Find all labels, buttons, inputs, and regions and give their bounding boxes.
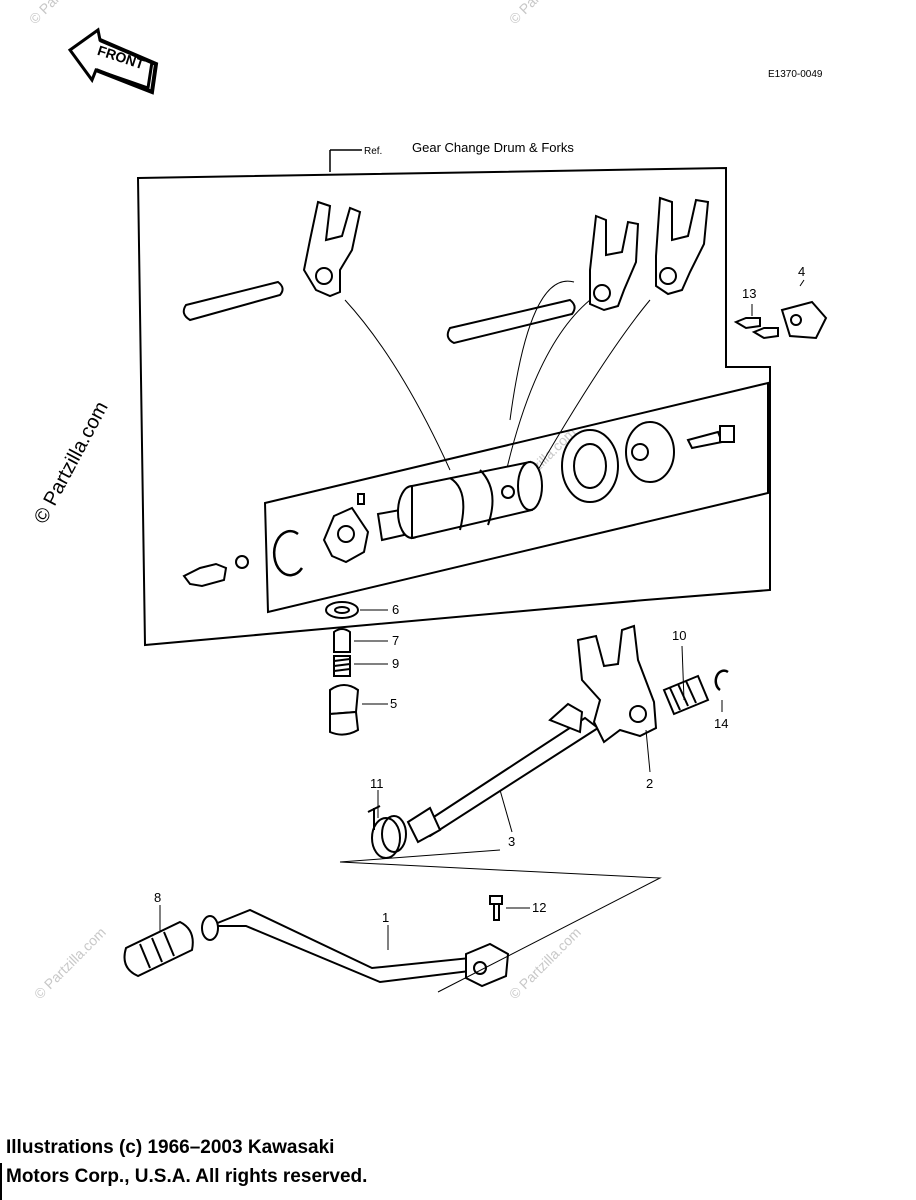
stopper-plate-4 (780, 300, 828, 340)
callout-3: 3 (508, 834, 515, 849)
drum-cam-plate (625, 421, 675, 483)
ref-title: Gear Change Drum & Forks (412, 140, 574, 155)
shift-pedal-1 (201, 908, 510, 988)
watermark-main: © Partzilla.com (30, 398, 113, 527)
callout-13: 13 (742, 286, 756, 301)
drum-star-plate (322, 493, 370, 564)
callout-5: 5 (390, 696, 397, 711)
shift-rod (182, 280, 576, 345)
reference-panel (136, 166, 771, 647)
gear-change-drum (376, 460, 543, 542)
circlip-14 (714, 669, 729, 692)
group-lines (339, 849, 662, 993)
watermark-faint: © Partzilla.com (31, 924, 109, 1002)
copyright-line-1: Illustrations (c) 1966–2003 Kawasaki (6, 1137, 335, 1158)
callout-12: 12 (532, 900, 546, 915)
watermark-faint: © Partzilla.com (26, 0, 104, 27)
shift-shaft-3 (406, 702, 600, 844)
callout-leaders (159, 279, 805, 950)
pedal-rubber-8 (123, 920, 194, 978)
callout-2: 2 (646, 776, 653, 791)
diagram-code: E1370-0049 (768, 69, 823, 80)
bolt-12 (489, 895, 503, 921)
drum-panel (263, 381, 769, 614)
callout-6: 6 (392, 602, 399, 617)
shift-fork-middle (589, 214, 640, 312)
callout-14: 14 (714, 716, 728, 731)
plug-5 (329, 684, 360, 736)
shift-fork-right (655, 196, 710, 296)
callout-labels: 1 2 3 4 5 6 7 8 9 10 11 12 13 14 (154, 264, 805, 925)
spring-10 (662, 674, 710, 716)
callout-9: 9 (392, 656, 399, 671)
pin-7 (333, 628, 351, 653)
drum-bearing (561, 429, 619, 503)
callout-4: 4 (798, 264, 805, 279)
spring-9 (333, 655, 351, 677)
watermark-faint: © Partzilla.com (506, 0, 584, 27)
callout-10: 10 (672, 628, 686, 643)
footer-bar (0, 1163, 2, 1200)
shift-arm-2 (576, 624, 658, 744)
drum-pin (686, 425, 735, 450)
callout-1: 1 (382, 910, 389, 925)
callout-7: 7 (392, 633, 399, 648)
front-arrow-icon: FRONT (67, 27, 159, 95)
bolt-13 (733, 317, 779, 340)
return-spring-11 (367, 805, 407, 859)
callout-8: 8 (154, 890, 161, 905)
callout-11: 11 (370, 776, 384, 791)
copyright-line-2: Motors Corp., U.S.A. All rights reserved… (6, 1166, 368, 1187)
circlip (272, 529, 304, 577)
neutral-switch (182, 555, 249, 588)
shift-fork-left (302, 200, 362, 298)
watermark-faint: © Partzilla.com (506, 924, 584, 1002)
washer-6 (325, 601, 359, 619)
ref-prefix: Ref. (364, 146, 382, 157)
